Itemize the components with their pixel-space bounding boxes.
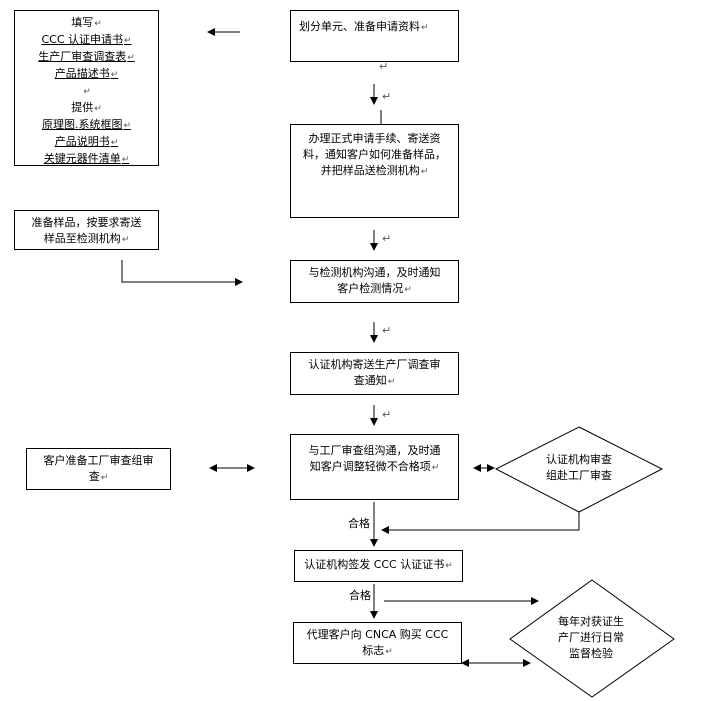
step4-line2: 查通知↵ [353, 374, 396, 387]
diamond1-line1: 认证机构审查 [546, 453, 612, 466]
diamond1-line2: 组赴工厂审查 [546, 469, 612, 482]
step2-line1: 办理正式申请手续、寄送资 [308, 132, 441, 145]
step7-line2: 标志↵ [362, 644, 393, 657]
step-lab-communication: 与检测机构沟通，及时通知 客户检测情况↵ [290, 260, 459, 303]
step-divide-units: 划分单元、准备申请资料↵ [290, 10, 459, 62]
prepare-sample-line2: 样品至检测机构↵ [43, 232, 130, 245]
step7-line1: 代理客户向 CNCA 购买 CCC [306, 628, 449, 641]
prepare-sample-box: 准备样品，按要求寄送 样品至检测机构↵ [14, 210, 159, 250]
pass-label-1: 合格 [348, 517, 370, 530]
diamond-factory-audit [494, 426, 664, 513]
provide-item-manual: 产品说明书↵ [54, 135, 119, 148]
provide-title: 提供↵ [71, 101, 102, 114]
para-mark-2: ↵ [382, 90, 392, 103]
customer-prepare-line2: 查↵ [88, 470, 109, 483]
step-buy-ccc-mark: 代理客户向 CNCA 购买 CCC 标志↵ [293, 622, 462, 664]
fill-title: 填写↵ [71, 16, 102, 29]
fill-provide-box: 填写↵ CCC 认证申请书↵ 生产厂审查调查表↵ 产品描述书↵ ↵ 提供↵ 原理… [14, 10, 159, 166]
para-mark-3: ↵ [382, 232, 392, 245]
fill-item-factory-survey: 生产厂审查调查表↵ [38, 50, 135, 63]
provide-item-schematic: 原理图.系统框图↵ [41, 118, 132, 131]
customer-prepare-audit-box: 客户准备工厂审查组审 查↵ [26, 448, 171, 490]
step3-line2: 客户检测情况↵ [337, 282, 412, 295]
step4-line1: 认证机构寄送生产厂调查审 [308, 358, 441, 371]
customer-prepare-line1: 客户准备工厂审查组审 [43, 454, 154, 467]
blank-line: ↵ [83, 87, 91, 97]
fill-item-product-description: 产品描述书↵ [54, 67, 119, 80]
fill-item-ccc-application: CCC 认证申请书↵ [41, 33, 132, 46]
step2-line3: 并把样品送检测机构↵ [320, 164, 429, 177]
diamond-annual-supervision [509, 579, 675, 698]
step5-line1: 与工厂审查组沟通，及时通 [308, 444, 441, 457]
step3-line1: 与检测机构沟通，及时通知 [308, 266, 441, 279]
step-factory-audit-notice: 认证机构寄送生产厂调查审 查通知↵ [290, 352, 459, 395]
step1-text: 划分单元、准备申请资料↵ [299, 20, 429, 33]
para-mark-1: ↵ [379, 60, 389, 73]
step-audit-team-communication: 与工厂审查组沟通，及时通 知客户调整轻微不合格项↵ [290, 434, 459, 500]
arrow-diamond1-pass [381, 512, 580, 534]
diamond1-text: 认证机构审查 组赴工厂审查 [520, 452, 638, 484]
step2-line2: 料，通知客户如何准备样品， [303, 148, 446, 161]
diamond2-line1: 每年对获证生 [558, 615, 624, 628]
provide-item-component-list: 关键元器件清单↵ [43, 152, 130, 165]
diamond2-line3: 监督检验 [569, 647, 613, 660]
prepare-sample-line1: 准备样品，按要求寄送 [31, 216, 142, 229]
para-mark-5: ↵ [382, 408, 392, 421]
diamond2-text: 每年对获证生 产厂进行日常 监督检验 [538, 614, 644, 662]
step-formal-application: 办理正式申请手续、寄送资 料，通知客户如何准备样品， 并把样品送检测机构↵ [290, 124, 459, 218]
para-mark-4: ↵ [382, 324, 392, 337]
arrow-sample-to-step3 [121, 260, 243, 286]
pass-label-2: 合格 [349, 589, 371, 602]
step5-line2: 知客户调整轻微不合格项↵ [309, 460, 440, 473]
step6-text: 认证机构签发 CCC 认证证书↵ [304, 558, 453, 571]
step-issue-certificate: 认证机构签发 CCC 认证证书↵ [294, 550, 463, 582]
diamond2-line2: 产厂进行日常 [558, 631, 624, 644]
